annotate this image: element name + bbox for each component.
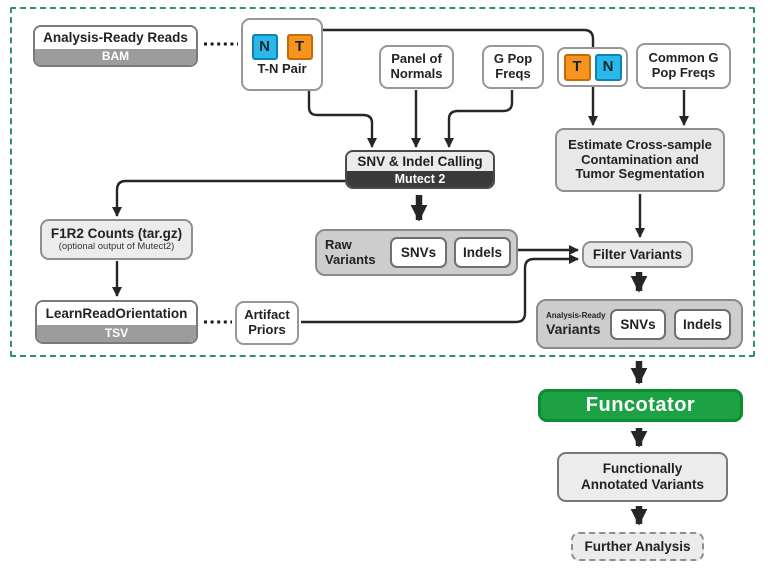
- bam-format-badge: BAM: [35, 49, 196, 65]
- analysis-ready-reads-title: Analysis-Ready Reads: [35, 27, 196, 49]
- raw-variants-line1: Raw: [325, 236, 352, 252]
- final-snvs-box: SNVs: [610, 309, 666, 340]
- functionally-annotated-line1: Functionally: [602, 461, 683, 477]
- funcotator-label: Funcotator: [585, 394, 696, 416]
- filter-variants-label: Filter Variants: [592, 246, 683, 262]
- mutect2-tool-badge: Mutect 2: [347, 171, 493, 187]
- snv-indel-calling-title: SNV & Indel Calling: [347, 152, 493, 171]
- further-analysis-label: Further Analysis: [584, 538, 691, 554]
- tumor-sample-icon: T: [286, 34, 313, 61]
- tsv-format-badge: TSV: [37, 325, 196, 342]
- estimate-line2: Contamination and: [581, 151, 699, 167]
- analysis-ready-reads-node: Analysis-Ready Reads BAM: [33, 25, 198, 67]
- artifact-priors-line1: Artifact: [244, 307, 290, 323]
- tn-pair-node: N T T-N Pair: [241, 18, 323, 91]
- common-g-pop-freqs-node: Common G Pop Freqs: [636, 43, 731, 89]
- f1r2-counts-subtitle: (optional output of Mutect2): [58, 241, 175, 253]
- functionally-annotated-line2: Annotated Variants: [580, 477, 705, 492]
- panel-of-normals-line2: Normals: [390, 66, 443, 81]
- raw-variants-line2: Variants: [325, 251, 376, 267]
- snv-indel-calling-node: SNV & Indel Calling Mutect 2: [345, 150, 495, 189]
- common-g-pop-freqs-line1: Common G: [648, 50, 719, 66]
- artifact-priors-node: Artifact Priors: [235, 301, 299, 345]
- functionally-annotated-variants-node: Functionally Annotated Variants: [557, 452, 728, 502]
- learn-read-orientation-title: LearnReadOrientation: [37, 302, 196, 325]
- f1r2-counts-node: F1R2 Counts (tar.gz) (optional output of…: [40, 219, 193, 260]
- estimate-line1: Estimate Cross-sample: [568, 136, 712, 152]
- panel-of-normals-node: Panel of Normals: [379, 45, 454, 89]
- tumor-sample-icon: T: [563, 53, 591, 81]
- estimate-line3: Tumor Segmentation: [575, 166, 705, 182]
- final-indels-box: Indels: [674, 309, 731, 340]
- further-analysis-node: Further Analysis: [571, 532, 704, 561]
- learn-read-orientation-node: LearnReadOrientation TSV: [35, 300, 198, 344]
- funcotator-node: Funcotator: [538, 389, 743, 422]
- g-pop-freqs-line1: G Pop: [493, 51, 533, 67]
- workflow-boundary: [10, 7, 755, 357]
- common-g-pop-freqs-line2: Pop Freqs: [651, 65, 716, 80]
- analysis-ready-variants-line2: Variants: [546, 320, 601, 337]
- tn-pair-label: T-N Pair: [257, 61, 307, 77]
- raw-snvs-box: SNVs: [390, 237, 447, 268]
- analysis-ready-variants-line1: Analysis-Ready: [546, 311, 606, 321]
- panel-of-normals-line1: Panel of: [391, 51, 442, 67]
- raw-indels-box: Indels: [454, 237, 511, 268]
- normal-sample-icon: N: [594, 53, 622, 81]
- artifact-priors-line2: Priors: [248, 322, 286, 337]
- estimate-contamination-node: Estimate Cross-sample Contamination and …: [555, 128, 725, 192]
- filter-variants-node: Filter Variants: [582, 241, 693, 268]
- raw-variants-node: Raw Variants SNVs Indels: [315, 229, 518, 276]
- normal-sample-icon: N: [251, 34, 278, 61]
- tn-inputs-node: T N: [557, 47, 628, 87]
- f1r2-counts-title: F1R2 Counts (tar.gz): [50, 225, 183, 241]
- analysis-ready-variants-node: Analysis-Ready Variants SNVs Indels: [536, 299, 743, 349]
- g-pop-freqs-line2: Freqs: [495, 66, 531, 81]
- g-pop-freqs-node: G Pop Freqs: [482, 45, 544, 89]
